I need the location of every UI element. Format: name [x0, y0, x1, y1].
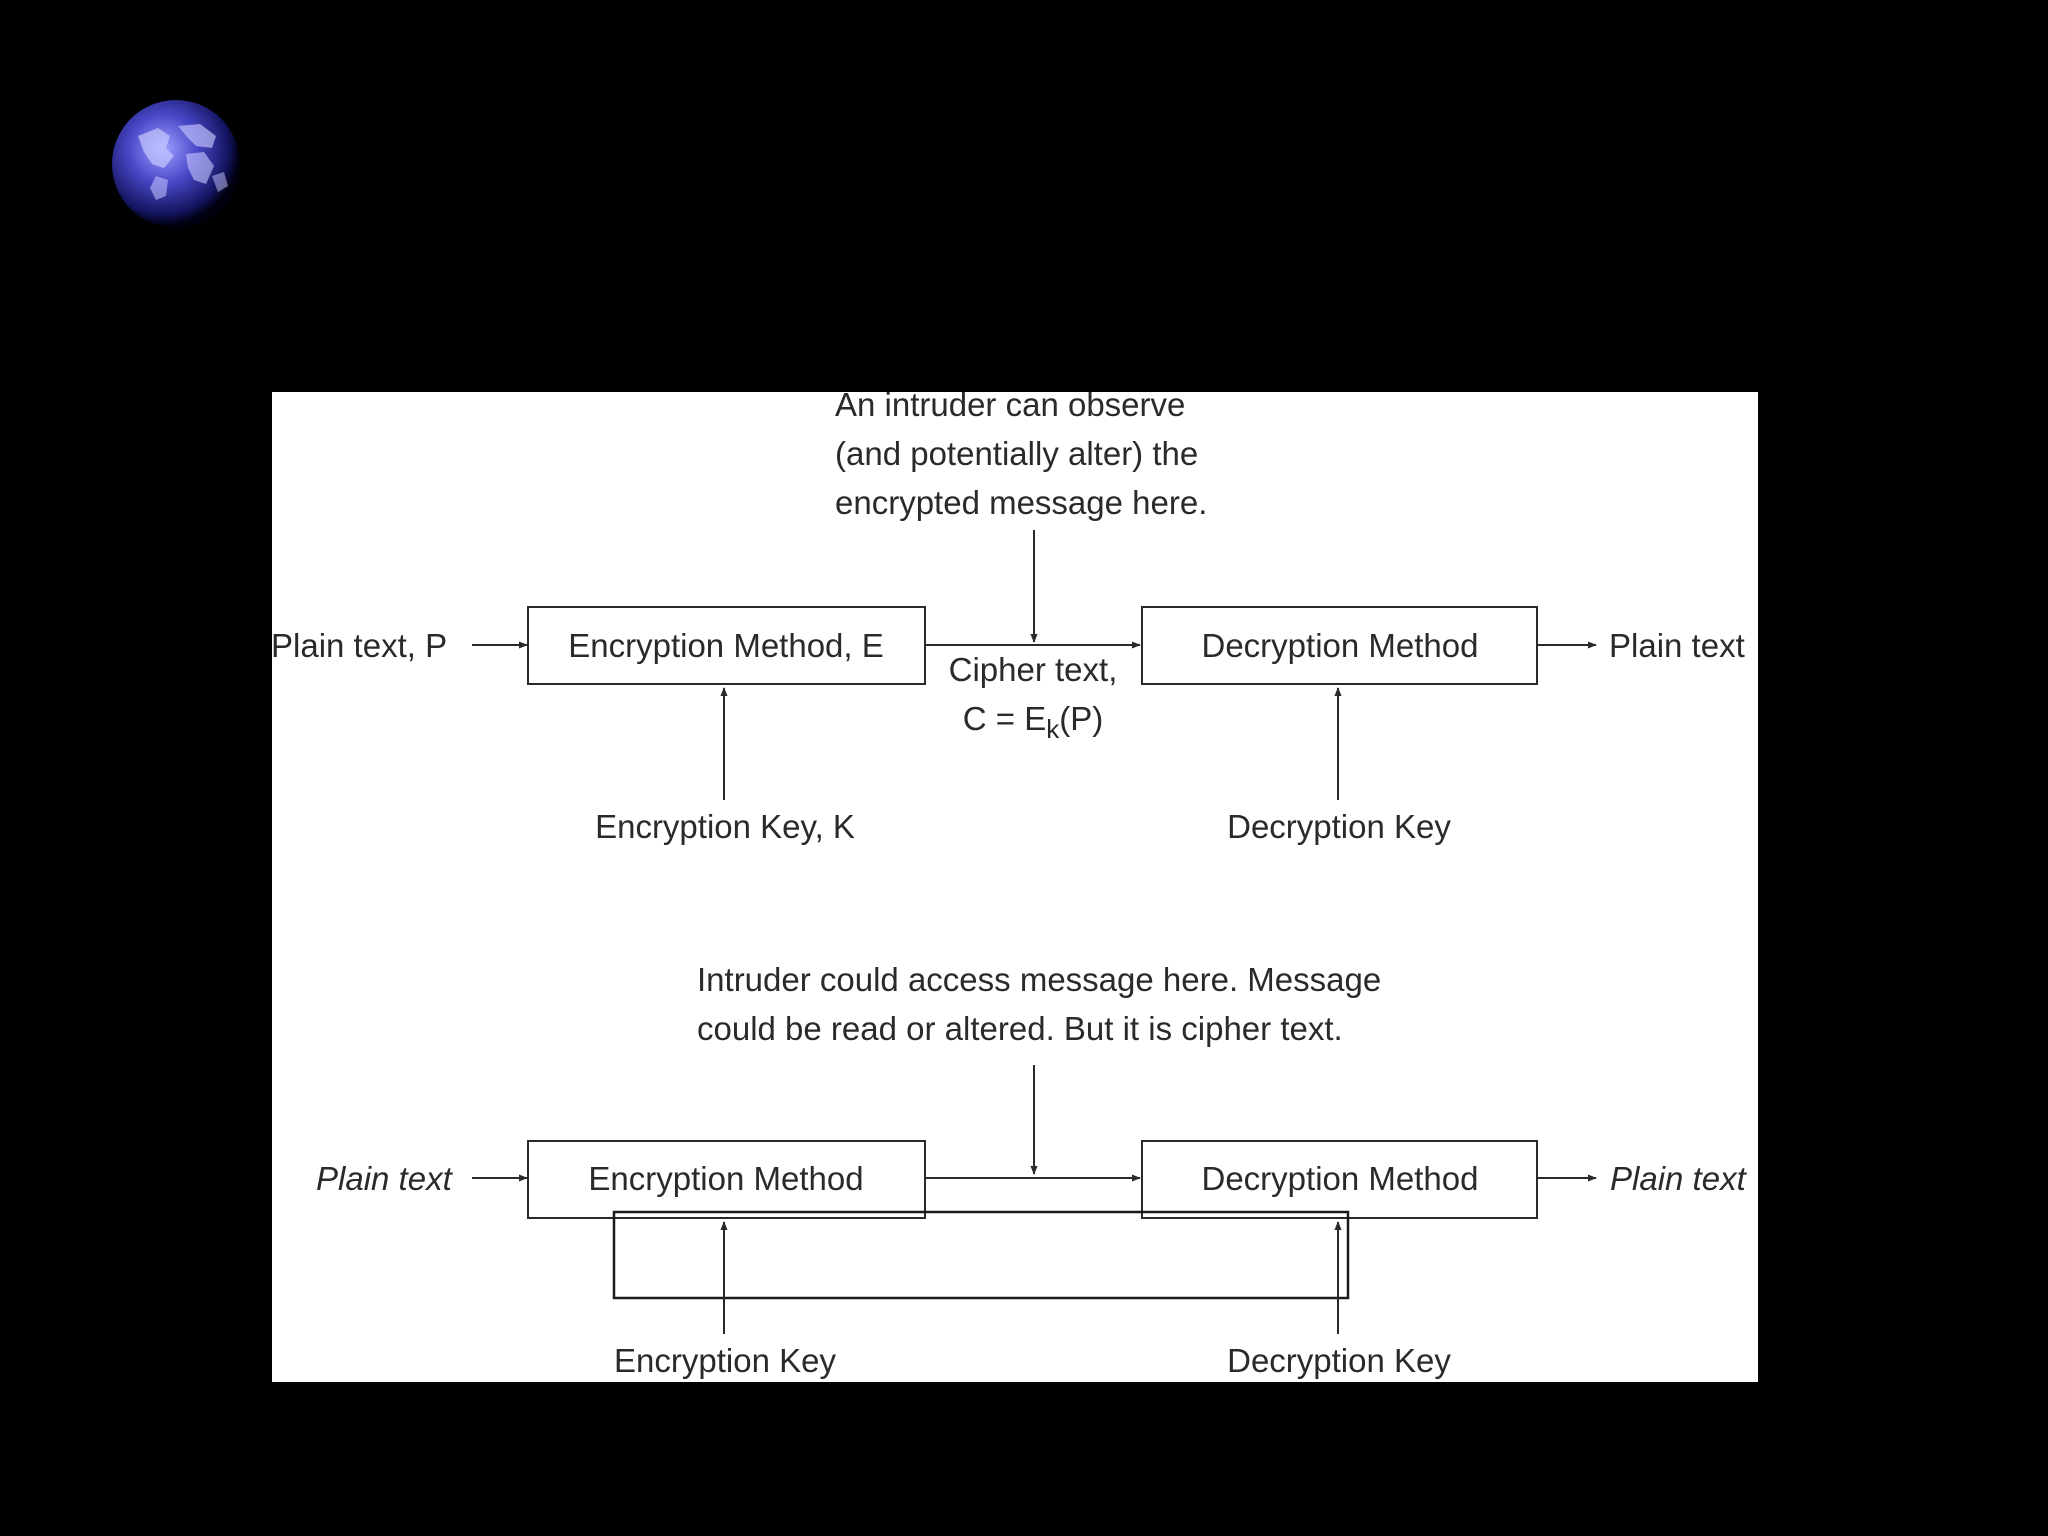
top-cipher-label-line-1: Cipher text, — [949, 651, 1118, 688]
top-diagram: An intruder can observe (and potentially… — [272, 392, 1745, 845]
top-decryption-key-label: Decryption Key — [1227, 808, 1451, 845]
top-intruder-note-line-2: (and potentially alter) the — [835, 435, 1198, 472]
bottom-input-label: Plain text — [316, 1160, 454, 1197]
bottom-decryption-key-label: Decryption Key — [1227, 1342, 1451, 1379]
globe-icon — [112, 100, 240, 228]
bottom-intruder-note-line-2: could be read or altered. But it is ciph… — [697, 1010, 1343, 1047]
shared-key-bracket — [612, 1210, 1350, 1300]
bottom-output-label: Plain text — [1610, 1160, 1748, 1197]
bottom-encryption-box-label: Encryption Method — [588, 1160, 863, 1197]
bottom-encryption-box — [527, 1140, 926, 1219]
encryption-diagram-panel: An intruder can observe (and potentially… — [272, 392, 1758, 1382]
top-encryption-box-label: Encryption Method, E — [568, 627, 884, 664]
bottom-decryption-box — [1141, 1140, 1538, 1219]
top-cipher-label-line-2: C = Ek(P) — [963, 700, 1103, 744]
top-decryption-box-label: Decryption Method — [1202, 627, 1479, 664]
top-output-label: Plain text — [1609, 627, 1745, 664]
bottom-encryption-key-label: Encryption Key — [614, 1342, 836, 1379]
bottom-diagram: Intruder could access message here. Mess… — [316, 961, 1748, 1379]
encryption-diagram: An intruder can observe (and potentially… — [272, 392, 1748, 1379]
top-decryption-box — [1141, 606, 1538, 685]
top-encryption-key-label: Encryption Key, K — [595, 808, 855, 845]
bottom-decryption-box-label: Decryption Method — [1202, 1160, 1479, 1197]
top-intruder-note-line-1: An intruder can observe — [835, 392, 1185, 423]
top-intruder-note-line-3: encrypted message here. — [835, 484, 1207, 521]
top-input-label: Plain text, P — [272, 627, 447, 664]
bottom-intruder-note-line-1: Intruder could access message here. Mess… — [697, 961, 1381, 998]
